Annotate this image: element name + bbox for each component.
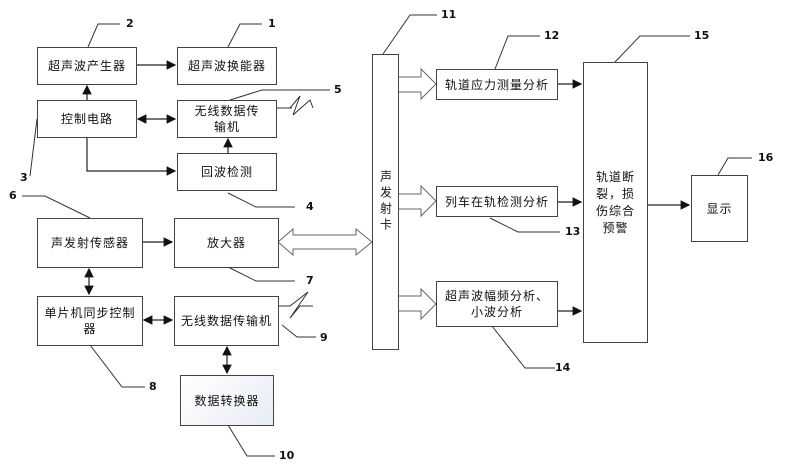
wireless-transmitter-block-1: 无线数据传输机: [177, 100, 277, 138]
ultrasonic-transducer-block: 超声波换能器: [177, 47, 277, 85]
leader-lines: [22, 14, 752, 457]
train-on-rail-analysis-block: 列车在轨检测分析: [436, 186, 558, 217]
rail-stress-analysis-block: 轨道应力测量分析: [436, 69, 558, 100]
mcu-sync-controller-block: 单片机同步控制器: [37, 296, 143, 346]
double-arrow-amplifier-card: [277, 227, 373, 257]
label-11: 11: [441, 8, 457, 21]
label-1: 1: [268, 17, 276, 30]
label-3: 3: [20, 171, 28, 184]
label-13: 13: [565, 225, 581, 238]
wireless-transmitter-block-2: 无线数据传输机: [174, 296, 279, 346]
label-15: 15: [694, 29, 710, 42]
label-6: 6: [9, 189, 17, 202]
arrow-control-echo: [86, 137, 177, 176]
label-16: 16: [758, 151, 774, 164]
ultrasonic-analysis-block: 超声波幅频分析、小波分析: [436, 281, 558, 327]
label-12: 12: [544, 29, 560, 42]
ae-sensor-block: 声发射传感器: [37, 218, 143, 268]
label-4: 4: [306, 200, 314, 213]
echo-detection-block: 回波检测: [177, 153, 277, 191]
ultrasonic-generator-block: 超声波产生器: [37, 47, 137, 85]
label-14: 14: [555, 361, 571, 374]
wireless-symbols: [276, 95, 314, 319]
label-7: 7: [306, 274, 314, 287]
label-10: 10: [279, 449, 295, 462]
amplifier-block: 放大器: [174, 218, 279, 268]
display-block: 显示: [691, 175, 748, 242]
data-converter-block: 数据转换器: [180, 375, 274, 426]
wide-arrows: [277, 67, 437, 321]
label-9: 9: [320, 331, 328, 344]
ae-card-label: 声发射卡: [378, 170, 393, 234]
label-5: 5: [334, 83, 342, 96]
label-2: 2: [126, 17, 134, 30]
rail-warning-block: 轨道断裂，损伤综合预警: [583, 62, 648, 343]
ae-card-block: 声发射卡: [372, 54, 399, 350]
control-circuit-block: 控制电路: [37, 100, 137, 138]
label-8: 8: [149, 380, 157, 393]
